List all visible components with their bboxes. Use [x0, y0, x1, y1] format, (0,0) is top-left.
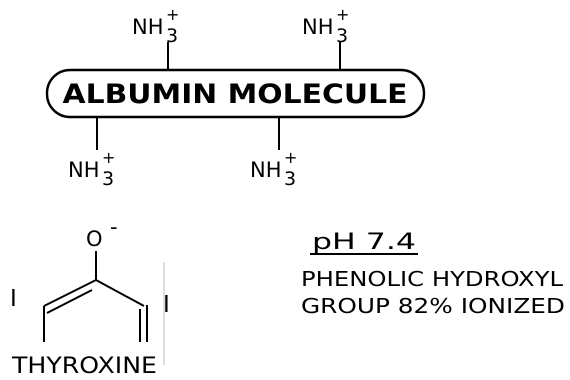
svg-text:3: 3 [284, 168, 296, 190]
amine-group-bottom-left: NH + 3 [68, 148, 115, 190]
svg-text:3: 3 [336, 25, 348, 47]
iodine-left: I [10, 286, 17, 312]
left-double-bond-inner [46, 289, 93, 314]
ph-line-1: PHENOLIC HYDROXYL [301, 267, 564, 291]
svg-text:+: + [284, 148, 297, 167]
right-single-bond [95, 279, 145, 307]
svg-text:3: 3 [166, 25, 178, 47]
amine-group-bottom-right: NH + 3 [250, 148, 297, 190]
svg-text:NH: NH [68, 158, 100, 182]
amine-group-top-right: NH + 3 [302, 5, 349, 47]
svg-text:NH: NH [250, 158, 282, 182]
svg-text:NH: NH [132, 15, 164, 39]
iodine-right: I [163, 292, 170, 318]
oxygen-atom: O [86, 227, 103, 251]
albumin-label: ALBUMIN MOLECULE [63, 79, 408, 110]
amine-group-top-left: NH + 3 [132, 5, 179, 47]
albumin-capsule [45, 68, 426, 119]
svg-text:NH: NH [302, 15, 334, 39]
thyroxine-label: THYROXINE [11, 354, 157, 379]
svg-text:+: + [336, 5, 349, 24]
ph-info: pH 7.4 PHENOLIC HYDROXYL GROUP 82% IONIZ… [301, 230, 565, 318]
negative-charge: - [110, 215, 118, 239]
svg-text:+: + [102, 148, 115, 167]
svg-text:3: 3 [102, 168, 114, 190]
ph-line-2: GROUP 82% IONIZED [301, 294, 565, 318]
left-double-bond-outer [43, 279, 97, 307]
ph-value: pH 7.4 [312, 230, 416, 255]
thyroxine-structure: O - I I THYROXINE [10, 215, 170, 379]
svg-text:+: + [166, 5, 179, 24]
